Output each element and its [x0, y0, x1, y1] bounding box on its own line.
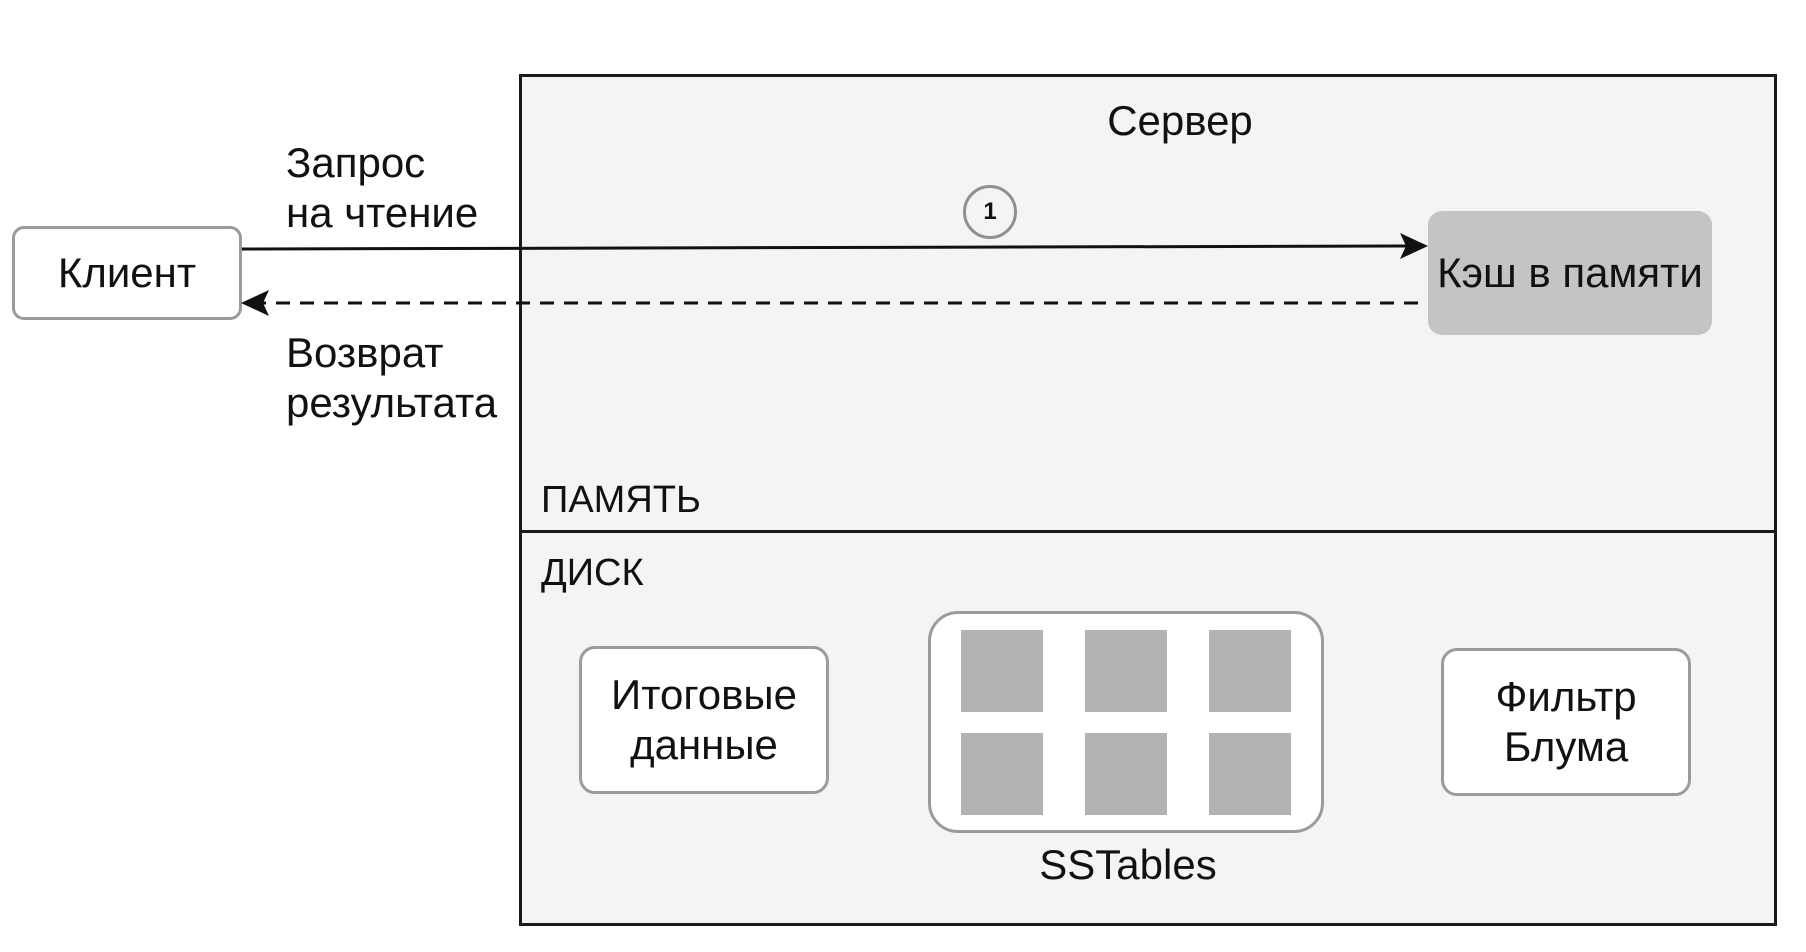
read-request-label: Запрос на чтение [286, 139, 479, 236]
memory-disk-divider [519, 530, 1777, 533]
step-1-label: 1 [983, 198, 997, 225]
summary-data-label: Итоговые данные [611, 671, 797, 768]
sstable-block [961, 630, 1043, 712]
sstable-block [1085, 630, 1167, 712]
sstables-label: SSTables [1039, 841, 1217, 888]
return-arrowhead [241, 290, 269, 316]
memory-cache-node: Кэш в памяти [1428, 211, 1712, 335]
request-arrow-line [241, 244, 1413, 251]
bloom-filter-label: Фильтр Блума [1495, 673, 1637, 770]
memory-cache-label: Кэш в памяти [1437, 249, 1703, 296]
disk-section-label: ДИСК [541, 552, 644, 594]
summary-data-node: Итоговые данные [579, 646, 829, 794]
server-title: Сервер [1107, 97, 1253, 144]
client-node: Клиент [12, 226, 242, 320]
sstable-block [1085, 733, 1167, 815]
memory-section-label: ПАМЯТЬ [541, 479, 701, 521]
client-label: Клиент [57, 249, 197, 296]
request-arrowhead [1400, 233, 1428, 259]
bloom-filter-node: Фильтр Блума [1441, 648, 1691, 796]
return-result-label: Возврат результата [286, 329, 498, 426]
sstable-block [961, 733, 1043, 815]
sstable-block [1209, 630, 1291, 712]
step-1-marker: 1 [963, 185, 1017, 239]
sstable-block [1209, 733, 1291, 815]
